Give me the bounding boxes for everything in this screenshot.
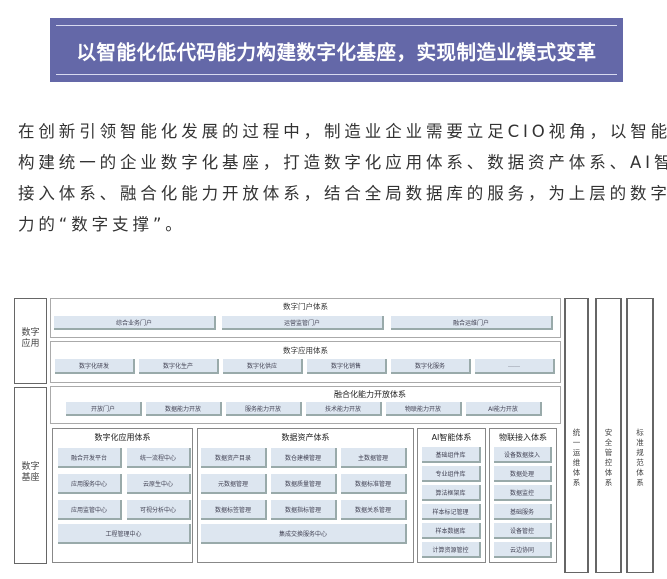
app-item: 数字化服务 [391,359,471,374]
side-column-label: 统一运维体系 [572,428,581,487]
section-title: 融合化能力开放体系 [334,390,406,399]
digital-app-item: 融合开发平台 [58,448,122,468]
open-item: AI能力开放 [466,402,542,416]
section-title: 数字化应用体系 [94,433,151,442]
digital-app-item: 云原生中心 [127,474,191,494]
ai-item: 专业组件库 [422,466,481,482]
data-asset-item: 集成交换服务中心 [201,524,407,544]
app-item: 数字化销售 [307,359,387,374]
data-asset-item: 数据质量管理 [271,474,337,494]
portal-item: 综合业务门户 [54,316,216,330]
open-item: 技术能力开放 [306,402,382,416]
section-title: 数据资产体系 [281,433,330,442]
data-asset-item: 主数据管理 [341,448,407,468]
open-item: 服务能力开放 [226,402,302,416]
iot-item: 数据处理 [494,466,552,482]
paragraph-line: 在创新引领智能化发展的过程中，制造业企业需要立足CIO视角，以智能化低代码能力 [18,122,667,141]
open-item: 物联能力开放 [386,402,462,416]
iot-item: 设备数据接入 [494,447,552,463]
iot-item: 数据监控 [494,485,552,501]
side-column-label: 标准规范体系 [636,428,644,487]
digital-app-label: 数字 应用 [21,328,40,349]
data-asset-item: 元数据管理 [201,474,267,494]
portal-item: 融合运维门户 [391,316,553,330]
side-column [595,298,622,573]
ai-item: 计算资源管控 [422,542,481,558]
section-title: AI智能体系 [431,433,472,442]
data-asset-item: 数据资产目录 [201,448,267,468]
divider [56,74,617,75]
page-title: 以智能化低代码能力构建数字化基座，实现制造业模式变革 [76,40,597,64]
digital-app-item: 可视分析中心 [127,500,191,520]
data-asset-item: 数仓建模管理 [271,448,337,468]
section-title: 物联接入体系 [499,433,547,442]
digital-app-item: 工程管理中心 [58,524,191,544]
intro-paragraph: 在创新引领智能化发展的过程中，制造业企业需要立足CIO视角，以智能化低代码能力 … [18,116,667,240]
section-title: 数字应用体系 [283,346,328,355]
ai-item: 样本数据库 [422,523,481,539]
portal-item: 运营监管门户 [222,316,384,330]
open-item: 开放门户 [66,402,142,416]
app-item: 数字化供应 [223,359,303,374]
iot-item: 设备管控 [494,523,552,539]
section-label-box [14,298,47,384]
paragraph-line: 接入体系、融合化能力开放体系，结合全局数据库的服务，为上层的数字应用提供全能 [18,184,667,203]
app-item: …… [475,359,555,374]
section-title: 数字门户体系 [283,302,328,311]
title-banner: 以智能化低代码能力构建数字化基座，实现制造业模式变革 [50,18,623,82]
digital-app-item: 应用服务中心 [58,474,122,494]
data-asset-item: 数据标准管理 [341,474,407,494]
data-asset-item: 数据标签管理 [201,500,267,520]
side-column [564,298,589,573]
ai-item: 样本标记管理 [422,504,481,520]
data-asset-item: 数据指标管理 [271,500,337,520]
section-label-box [14,387,47,564]
divider [56,25,617,26]
open-section [50,386,561,424]
open-item: 数据能力开放 [146,402,222,416]
iot-item: 基础服务 [494,504,552,520]
ai-item: 算法框架库 [422,485,481,501]
data-asset-item: 数据关系管理 [341,500,407,520]
digital-base-label: 数字 基座 [21,462,40,483]
digital-app-item: 统一流程中心 [127,448,191,468]
ai-item: 基础组件库 [422,447,481,463]
digital-app-item: 应用监管中心 [58,500,122,520]
paragraph-line: 构建统一的企业数字化基座，打造数字化应用体系、数据资产体系、AI智能体系、物联 [18,153,667,172]
side-column [626,298,654,573]
side-column-label: 安全管控体系 [604,428,613,487]
app-item: 数字化研发 [55,359,135,374]
iot-item: 云边协同 [494,542,552,558]
paragraph-line: 力的“数字支撑”。 [18,215,186,234]
app-item: 数字化生产 [139,359,219,374]
